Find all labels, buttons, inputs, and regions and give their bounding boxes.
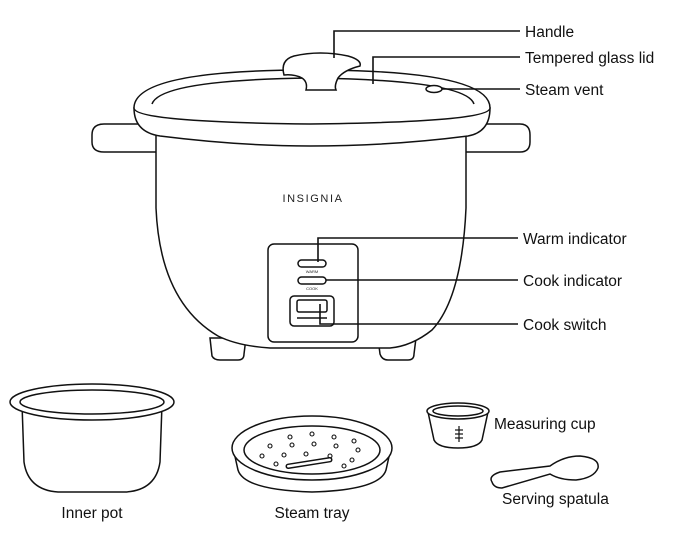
cook-indicator-light [297,276,327,285]
steam-tray-handle-bar [285,456,333,470]
rice-cooker: INSIGNIA WARM COOK [91,52,531,361]
label-handle: Handle [525,24,574,41]
control-panel [267,243,359,343]
cook-switch-lever [296,299,328,313]
leader-lid [372,56,520,84]
labels: Handle Tempered glass lid Steam vent War… [61,24,654,522]
measuring-cup-scale-icon [455,426,463,442]
leader-lines [317,30,520,325]
cook-panel-label: COOK [306,286,318,291]
inner-pot-body [21,403,163,493]
inner-pot [9,383,175,493]
label-measuring-cup: Measuring cup [494,416,596,433]
steam-tray-inner [243,425,381,475]
label-serving-spatula: Serving spatula [502,491,609,508]
top-handle [282,52,361,91]
warm-panel-label: WARM [306,269,319,274]
steam-tray-holes [259,431,361,469]
measuring-cup-inner [432,405,484,417]
label-inner-pot: Inner pot [61,505,123,522]
leader-switch [319,304,518,325]
inner-pot-rim-inner [19,389,165,415]
side-handle-left [91,123,161,153]
measuring-cup [426,402,490,449]
label-cook-switch: Cook switch [523,317,607,334]
leader-handle [333,30,520,58]
label-steam-tray: Steam tray [275,505,350,522]
leader-warm [317,237,518,262]
label-cook-indicator: Cook indicator [523,273,622,290]
warm-indicator-light [297,259,327,268]
steam-tray [231,415,393,493]
inner-pot-rim [9,383,175,421]
steam-vent [425,84,443,94]
steam-tray-rim [231,415,393,481]
tempered-glass-lid [133,69,491,125]
label-vent: Steam vent [525,82,604,99]
serving-spatula-shape [490,455,599,489]
label-lid: Tempered glass lid [525,50,654,67]
serving-spatula [490,455,599,489]
label-warm-indicator: Warm indicator [523,231,627,248]
brand-name: INSIGNIA [282,193,343,205]
cooker-body [155,131,467,349]
